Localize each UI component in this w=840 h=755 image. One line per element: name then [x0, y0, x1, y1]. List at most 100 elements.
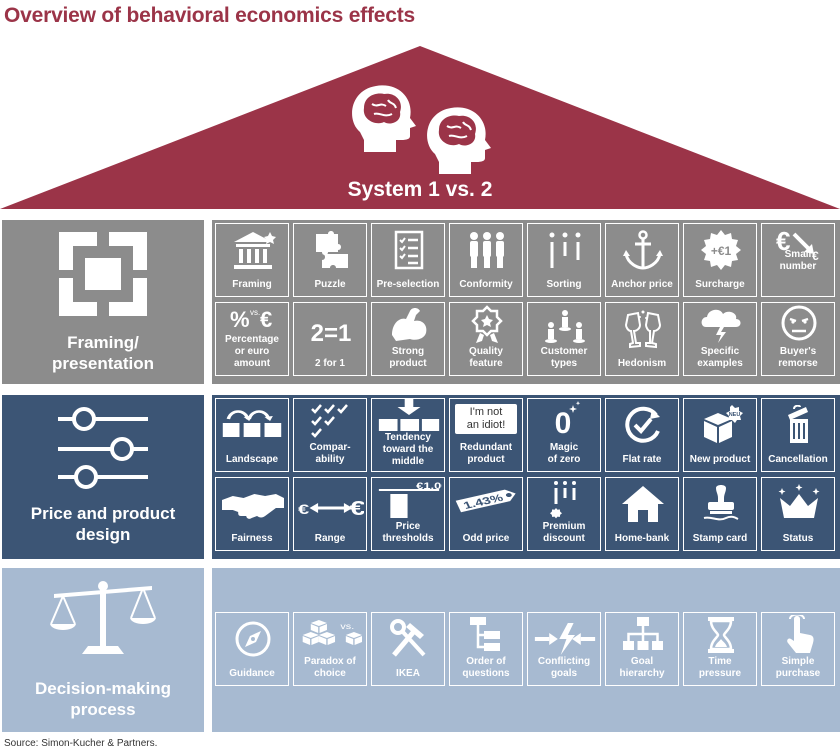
customer-types-icon	[545, 310, 585, 343]
tile-buyers-remorse: Buyer's remorse	[761, 302, 835, 376]
tile-puzzle: Puzzle	[293, 223, 367, 297]
tile-simple-purchase: Simple purchase	[761, 612, 835, 686]
checklist-icon	[394, 230, 424, 270]
tile-pre-selection: Pre-selection	[371, 223, 445, 297]
handshake-icon	[222, 494, 284, 519]
price-section-header: Price and product design	[2, 395, 204, 559]
pointer-hand-icon	[787, 615, 814, 653]
tile-premium-discount: Premium discount	[527, 477, 601, 551]
tile-tendency-toward-middle: Tendency toward the middle	[371, 398, 445, 472]
compass-icon	[235, 621, 271, 657]
tile-surcharge: +€1 Surcharge	[683, 223, 757, 297]
svg-text:+€1: +€1	[711, 244, 732, 258]
trash-bin-icon	[788, 405, 808, 443]
tile-magic-of-zero: 0 Magic of zero	[527, 398, 601, 472]
frown-face-icon	[781, 305, 817, 341]
conflict-arrows-icon	[534, 623, 596, 655]
tile-anchor-price: Anchor price	[605, 223, 679, 297]
euro-range-icon: €€	[298, 498, 364, 520]
svg-text:€: €	[776, 226, 790, 256]
flexed-arm-icon	[392, 308, 427, 341]
framing-section-header: Framing/ presentation	[2, 220, 204, 384]
sorting-icon	[549, 232, 581, 268]
tile-odd-price: 1.43% Odd price	[449, 477, 523, 551]
price-threshold-icon: €1.00	[378, 482, 442, 518]
zero-sparkle-icon: 0	[555, 401, 581, 439]
ribbon-award-icon	[471, 305, 503, 343]
tile-price-thresholds: €1.00 Price thresholds	[371, 477, 445, 551]
tile-redundant-product: I'm not an idiot! Redundant product	[449, 398, 523, 472]
anchor-icon	[623, 230, 663, 270]
price-tiles: Landscape Compar- ability Tendency towar…	[212, 395, 840, 559]
tile-paradox-of-choice: vs. Paradox of choice	[293, 612, 367, 686]
tile-comparability: Compar- ability	[293, 398, 367, 472]
tile-strong-product: Strong product	[371, 302, 445, 376]
svg-text:0: 0	[555, 407, 572, 439]
middle-arrow-icon	[378, 399, 440, 431]
speech-note-icon: I'm not an idiot!	[455, 404, 517, 434]
decision-label: Decision-making process	[34, 679, 172, 719]
hammer-wrench-icon	[390, 619, 426, 657]
decision-section-header: Decision-making process	[2, 568, 204, 732]
source-note: Source: Simon-Kucher & Partners.	[4, 738, 158, 749]
tile-fairness: Fairness	[215, 477, 289, 551]
tile-percentage-or-euro: %vs.€ Percentage or euro amount	[215, 302, 289, 376]
roof-triangle	[0, 46, 840, 209]
stamp-icon	[703, 485, 739, 521]
tile-quality-feature: Quality feature	[449, 302, 523, 376]
tile-order-of-questions: Order of questions	[449, 612, 523, 686]
temple-icon	[234, 232, 276, 269]
euro-arrow-icon: €€	[776, 226, 819, 263]
hourglass-icon	[708, 617, 734, 653]
svg-text:%: %	[230, 307, 250, 332]
percent-vs-euro-icon: %vs.€	[230, 307, 272, 332]
checkmarks-icon	[311, 404, 348, 438]
brain-head-icon	[427, 107, 491, 174]
tile-goal-hierarchy: Goal hierarchy	[605, 612, 679, 686]
decision-tiles: Guidance vs. Paradox of choice IKEA Orde…	[212, 568, 840, 732]
tile-new-product: NEU New product	[683, 398, 757, 472]
svg-text:€: €	[350, 498, 364, 520]
storm-cloud-icon	[701, 309, 741, 343]
svg-text:€: €	[298, 501, 310, 517]
roof-label: System 1 vs. 2	[347, 178, 493, 201]
cubes-vs-icon: vs.	[302, 620, 362, 645]
tile-landscape: Landscape	[215, 398, 289, 472]
tile-2-for-1: 2=1 2 for 1	[293, 302, 367, 376]
surcharge-badge-icon: +€1	[701, 230, 741, 270]
crown-icon	[778, 484, 820, 518]
tile-time-pressure: Time pressure	[683, 612, 757, 686]
price-tag-icon: 1.43%	[455, 489, 516, 513]
sliders-icon	[58, 407, 148, 489]
tile-framing: Framing	[215, 223, 289, 297]
tile-sorting: Sorting	[527, 223, 601, 297]
svg-text:€: €	[812, 249, 819, 263]
tile-specific-examples: Specific examples	[683, 302, 757, 376]
svg-text:€1.00: €1.00	[416, 482, 442, 492]
two-equals-one-icon: 2=1	[311, 320, 352, 347]
tile-stamp-card: Stamp card	[683, 477, 757, 551]
champagne-icon	[624, 310, 662, 349]
tile-small-number: €€ Small number	[761, 223, 835, 297]
svg-text:vs.: vs.	[340, 622, 354, 631]
circular-check-icon	[625, 406, 660, 443]
tile-ikea: IKEA	[371, 612, 445, 686]
framing-tiles: Framing Puzzle Pre-selection Conformity …	[212, 220, 840, 384]
house-icon	[622, 486, 664, 522]
frame-corners-icon	[59, 232, 147, 316]
tile-range: €€ Range	[293, 477, 367, 551]
flow-order-icon	[470, 617, 500, 651]
premium-discount-icon	[550, 481, 576, 519]
boxes-arrows-icon	[222, 410, 282, 437]
tile-home-bank: Home-bank	[605, 477, 679, 551]
page-title: Overview of behavioral economics effects	[4, 4, 415, 27]
tile-conformity: Conformity	[449, 223, 523, 297]
tile-flat-rate: Flat rate	[605, 398, 679, 472]
tile-hedonism: Hedonism	[605, 302, 679, 376]
tile-status: Status	[761, 477, 835, 551]
tile-guidance: Guidance	[215, 612, 289, 686]
price-label: Price and product design	[30, 504, 176, 544]
puzzle-icon	[316, 231, 348, 268]
brain-head-icon	[352, 85, 416, 152]
svg-text:NEU: NEU	[729, 412, 741, 418]
